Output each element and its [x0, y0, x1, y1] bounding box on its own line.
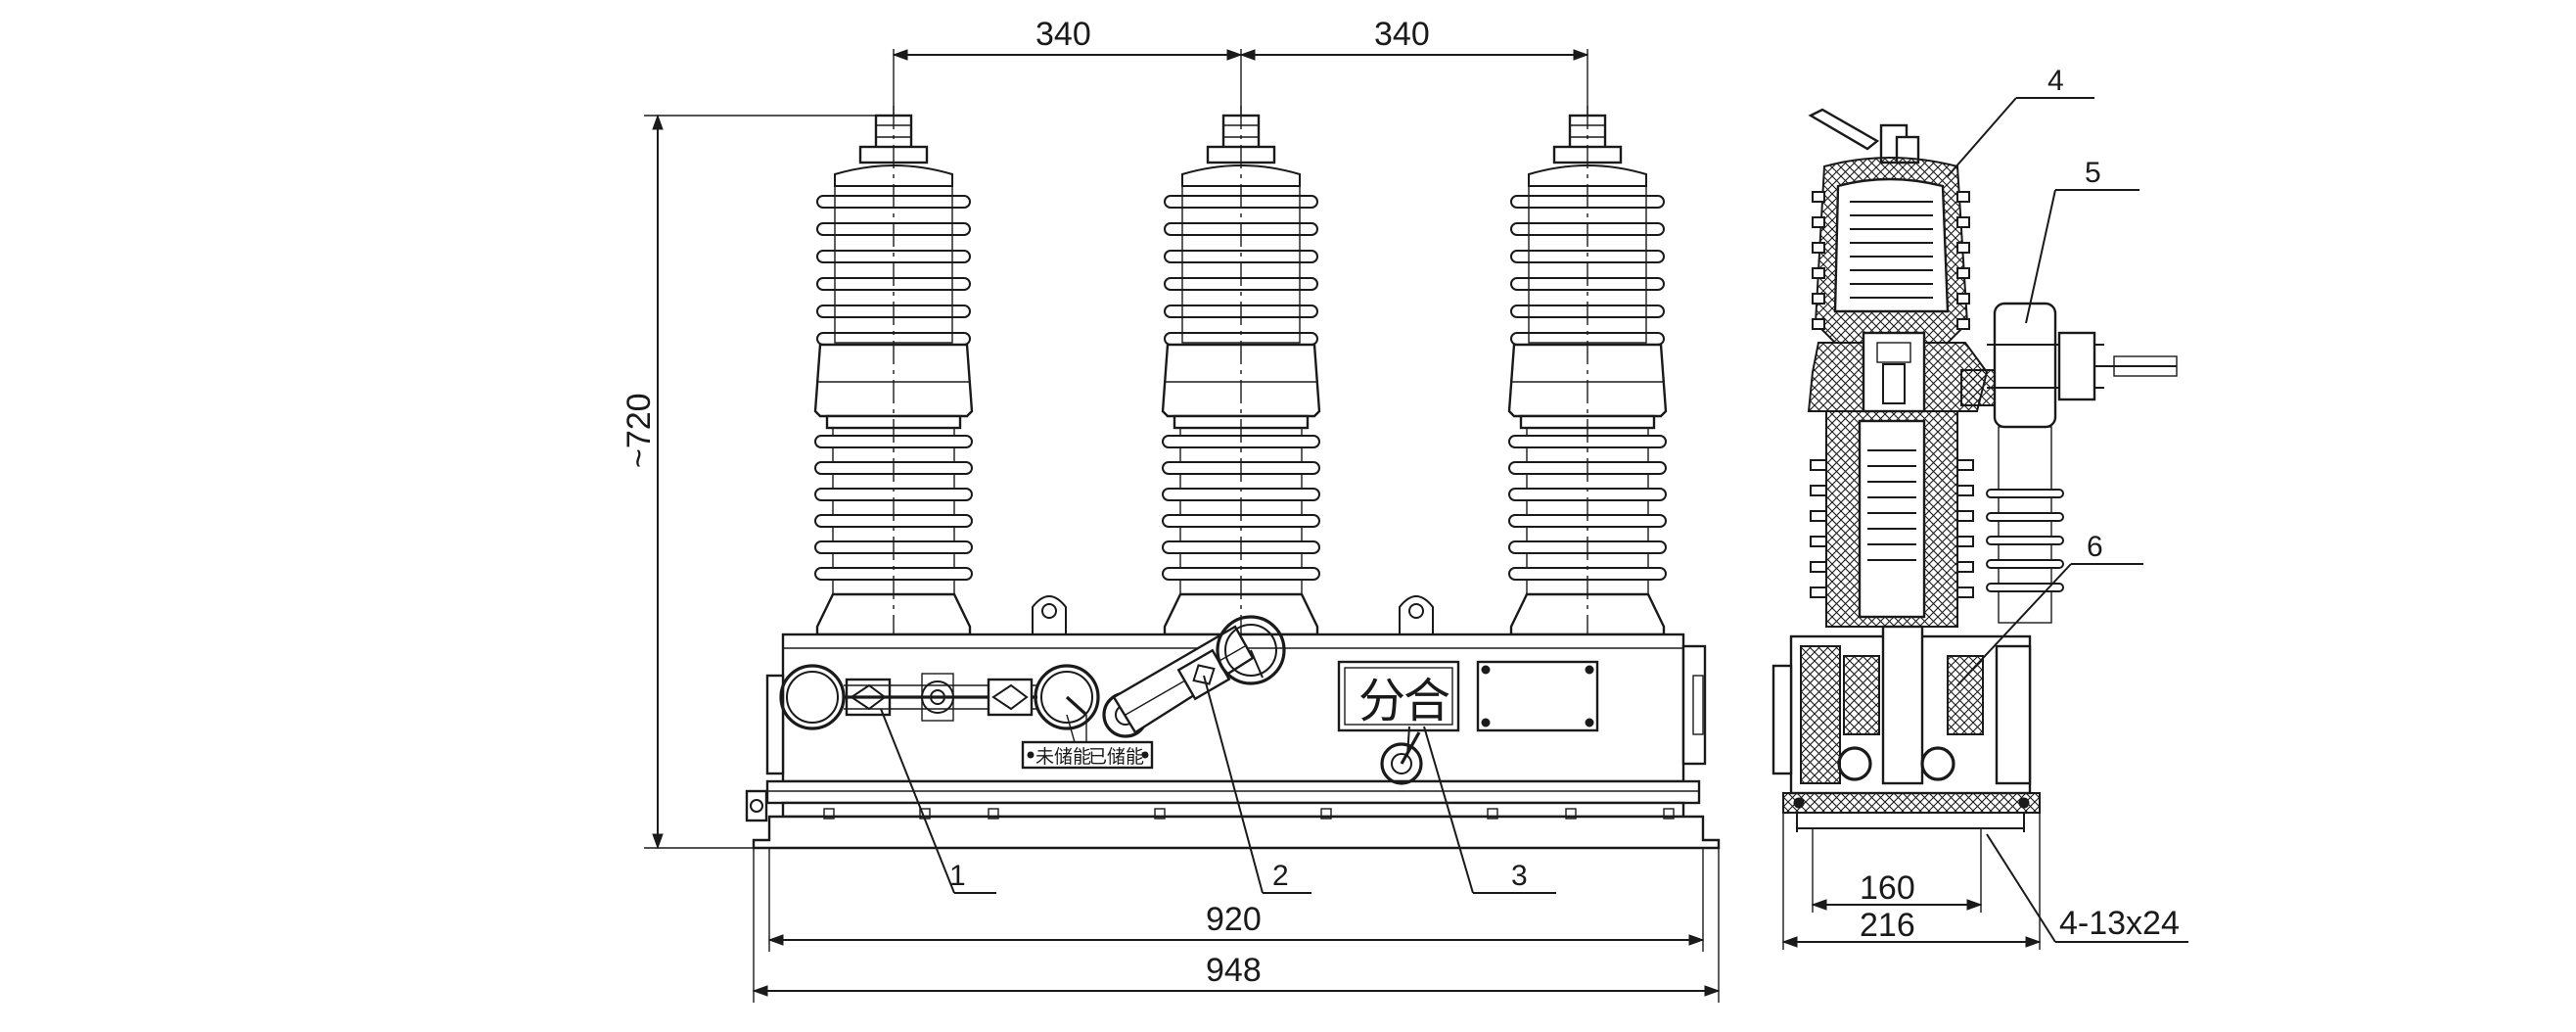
dim-948: 948	[1206, 952, 1262, 989]
dim-pole-pitch: 340 340	[892, 16, 1589, 116]
operating-lever	[1102, 615, 1286, 738]
callout-1: 1	[880, 708, 996, 894]
dim-340-right: 340	[1374, 16, 1430, 53]
dim-side-widths: 160 216	[1781, 813, 2042, 950]
front-view: 未储能 已储能 分 合	[621, 16, 1721, 1003]
dim-widths: 920 948	[752, 848, 1721, 1003]
pole-right	[1507, 104, 1668, 643]
lifting-eye-right	[1399, 595, 1434, 636]
svg-text:5: 5	[2085, 157, 2101, 189]
callout-3: 3	[1423, 726, 1556, 894]
dim-mount-holes: 4-13x24	[2059, 905, 2180, 942]
callout-5: 5	[2025, 157, 2139, 324]
indicator-close: 合	[1403, 674, 1450, 728]
nameplate	[1476, 660, 1599, 732]
dim-216: 216	[1860, 907, 1915, 944]
svg-text:1: 1	[949, 860, 966, 892]
dim-920: 920	[1206, 901, 1262, 938]
svg-text:3: 3	[1511, 860, 1528, 892]
plate-text-uncharged: 未储能	[1035, 746, 1091, 768]
pole-left	[813, 104, 974, 643]
lifting-eye-left	[1032, 595, 1067, 636]
pole-middle	[1161, 104, 1321, 643]
current-transformer	[1993, 302, 2057, 429]
callout-mount-holes: 4-13x24	[1986, 833, 2188, 943]
svg-text:4: 4	[2047, 65, 2064, 97]
storage-indicator-plate: 未储能 已储能	[1021, 714, 1154, 770]
svg-text:6: 6	[2087, 531, 2103, 563]
callout-4: 4	[1947, 65, 2094, 177]
side-view: 4 5 6 160 216 4-13x24	[1771, 65, 2188, 950]
main-shaft	[779, 664, 1100, 730]
svg-text:2: 2	[1272, 860, 1289, 892]
callout-2: 2	[1203, 675, 1311, 894]
dim-height: ~720	[621, 114, 876, 850]
dim-160: 160	[1860, 869, 1915, 907]
open-close-window: 分 合	[1337, 660, 1460, 785]
dim-340-left: 340	[1035, 16, 1091, 53]
plate-text-charged: 已储能	[1088, 746, 1144, 768]
callout-6: 6	[1956, 531, 2143, 686]
indicator-open: 分	[1358, 674, 1405, 728]
dim-720: ~720	[621, 393, 658, 468]
